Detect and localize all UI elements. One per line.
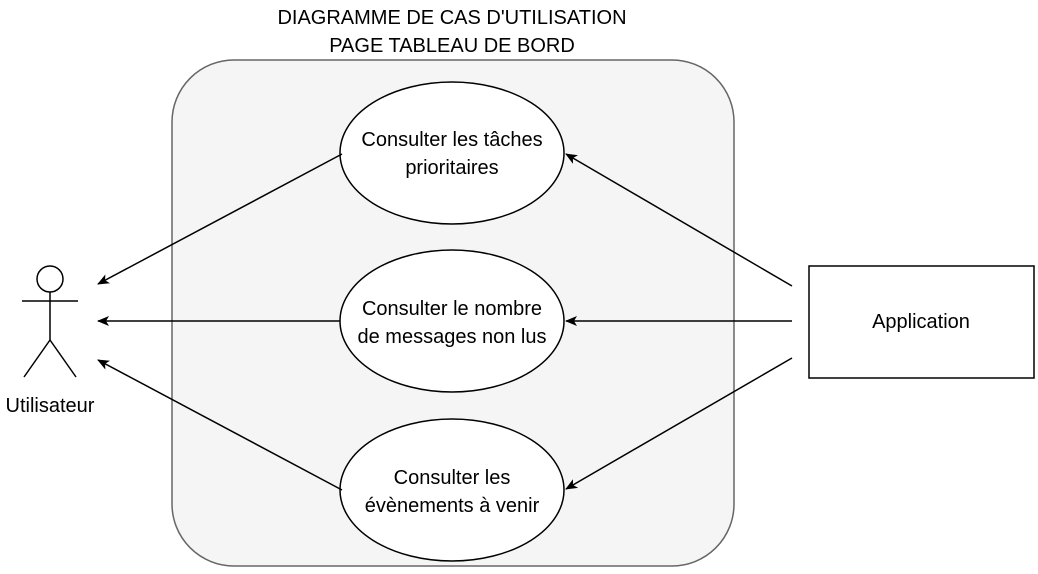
diagram-title-line1: DIAGRAMME DE CAS D'UTILISATION: [277, 7, 626, 29]
use-case-label-line1: Consulter les tâches: [361, 129, 542, 151]
use-case-unread-messages[interactable]: Consulter le nombre de messages non lus: [339, 249, 565, 393]
association-arrow-app-to-uc3: [565, 357, 793, 490]
use-case-upcoming-events[interactable]: Consulter les évènements à venir: [339, 418, 565, 562]
use-case-ellipse: [339, 418, 565, 562]
actor-user-label: Utilisateur: [6, 395, 95, 417]
actor-application-label: Application: [872, 311, 970, 333]
use-case-priority-tasks[interactable]: Consulter les tâches prioritaires: [339, 81, 565, 225]
association-arrow-uc1-to-user: [97, 153, 343, 285]
use-case-ellipse: [339, 81, 565, 225]
use-case-label-line2: de messages non lus: [357, 326, 546, 348]
actor-user[interactable]: Utilisateur: [6, 265, 95, 417]
use-case-label-line1: Consulter le nombre: [362, 298, 542, 320]
diagram-title-line2: PAGE TABLEAU DE BORD: [329, 35, 575, 57]
association-arrow-uc3-to-user: [97, 359, 343, 491]
stick-figure-icon: [22, 265, 78, 378]
use-case-label-line1: Consulter les: [394, 467, 511, 489]
use-case-label-line2: prioritaires: [405, 157, 498, 179]
association-arrow-app-to-uc1: [565, 153, 793, 287]
actor-application[interactable]: Application: [808, 265, 1035, 379]
use-case-label-line2: évènements à venir: [365, 495, 540, 517]
application-box: [808, 265, 1035, 379]
use-case-ellipse: [339, 249, 565, 393]
